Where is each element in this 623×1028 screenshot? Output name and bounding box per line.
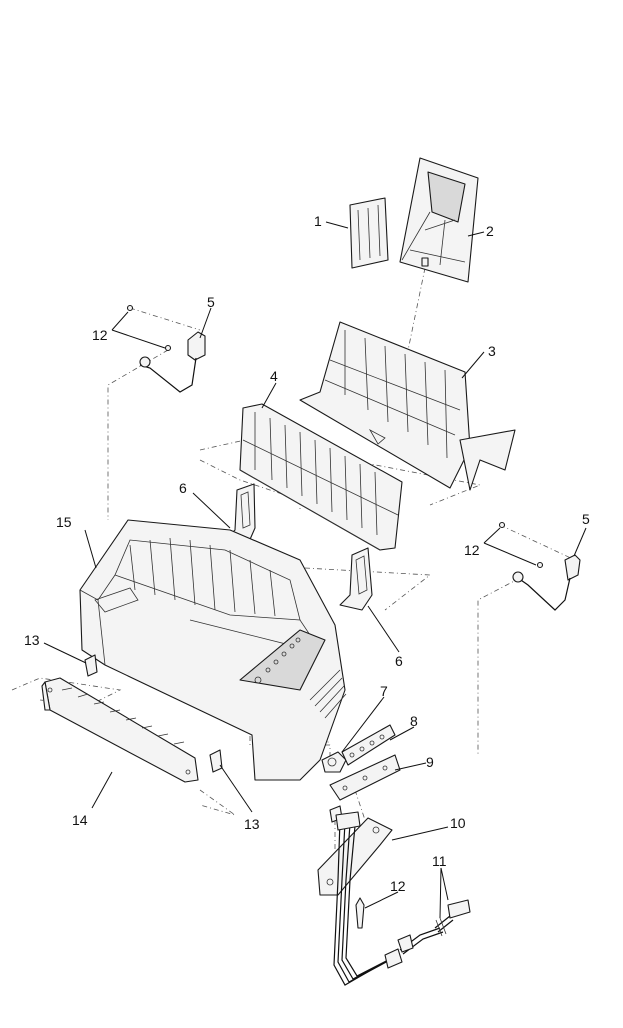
callout-2: 2 [486,223,494,239]
callout-11: 11 [432,853,447,869]
callout-8: 8 [410,713,418,729]
part-1-tray-extension [350,198,388,268]
part-7-switch [322,752,346,772]
part-6-paper-guide-right [340,548,372,610]
callout-13-left: 13 [24,632,40,648]
callout-5-left: 5 [207,294,215,310]
part-5-left-spring [140,332,205,392]
callout-13-right: 13 [244,816,260,832]
callout-1: 1 [314,213,322,229]
callout-3: 3 [488,343,496,359]
callout-9: 9 [426,754,434,770]
part-5-right-spring [513,555,580,610]
callout-12-right: 12 [464,542,480,558]
part-2-paper-support [400,158,478,282]
callout-6-right: 6 [395,653,403,669]
callout-7: 7 [380,683,388,699]
callout-5-right: 5 [582,511,590,527]
callout-15: 15 [56,514,72,530]
callout-4: 4 [270,368,278,384]
callout-6-left: 6 [179,480,187,496]
callout-14: 14 [72,812,88,828]
part-13-hinge-left [85,655,97,676]
callout-10: 10 [450,815,466,831]
part-13-hinge-right [210,750,222,772]
callout-12-bottom: 12 [390,878,406,894]
callout-12-top-left: 12 [92,327,108,343]
